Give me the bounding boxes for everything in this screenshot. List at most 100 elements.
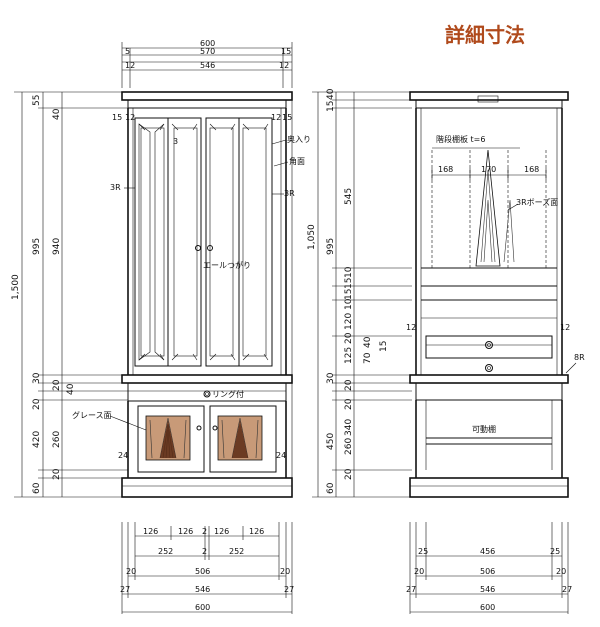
label-posts: 3Rボーズ面 [516, 197, 558, 207]
label-movable-shelf: 可動棚 [472, 424, 496, 434]
front-bot-126d: 126 [249, 527, 264, 536]
front-side-24b: 24 [276, 451, 286, 460]
label-three: 3 [173, 137, 178, 146]
ring-pull [203, 390, 211, 398]
front-bot-600: 600 [195, 603, 210, 612]
int-168a: 168 [438, 165, 453, 174]
interior-cabinet [409, 91, 569, 498]
front-left-dims: 1,500 55 40 995 940 30 20 20 40 420 260 … [11, 91, 128, 498]
int-30: 30 [326, 372, 336, 384]
front-bot-252a: 252 [158, 547, 173, 556]
interior-view: 1,050 40 15 545 995 10 15 15 10 120 20 1… [307, 88, 585, 614]
int-bot-20b: 20 [556, 567, 566, 576]
label-ring-handle: リング付 [212, 389, 244, 399]
interior-bottom-dims: 25 456 25 20 506 20 27 546 27 600 [406, 522, 572, 614]
upper-doors [134, 117, 273, 367]
label-gures-panel: グレース面 [72, 410, 112, 420]
front-upper-15a: 15 [112, 113, 122, 122]
front-left-60: 60 [32, 482, 42, 494]
label-okuiri: 奥入り [287, 134, 311, 144]
front-upper-12b: 12 [271, 113, 281, 122]
front-bot-546: 546 [195, 585, 210, 594]
int-450: 450 [326, 433, 336, 450]
front-left-20a: 20 [52, 379, 62, 391]
front-top-570: 570 [200, 47, 215, 56]
front-bot-27b: 27 [284, 585, 294, 594]
front-bot-126a: 126 [143, 527, 158, 536]
int-168b: 168 [524, 165, 539, 174]
front-side-24a: 24 [118, 451, 128, 460]
label-fold-door: エールつがり [203, 260, 251, 270]
label-kakumen: 角面 [289, 156, 305, 166]
front-bot-20b: 20 [280, 567, 290, 576]
int-bot-600: 600 [480, 603, 495, 612]
int-545: 545 [344, 188, 354, 205]
int-bot-27a: 27 [406, 585, 416, 594]
drawing-title: 詳細寸法 [445, 23, 525, 47]
int-120: 120 [344, 313, 354, 330]
front-bot-20a: 20 [126, 567, 136, 576]
lower-door-left [145, 415, 191, 461]
int-340: 340 [344, 419, 354, 436]
front-upper-15b: 15 [282, 113, 292, 122]
int-10b: 10 [344, 298, 354, 310]
front-upper-12a: 12 [125, 113, 135, 122]
front-left-1500: 1,500 [11, 274, 21, 300]
front-top-15: 15 [281, 47, 291, 56]
int-15b: 15 [344, 278, 354, 289]
int-bot-20a: 20 [414, 567, 424, 576]
front-top-12a: 12 [125, 61, 135, 70]
int-60: 60 [326, 482, 336, 494]
front-bot-2a: 2 [202, 527, 207, 536]
front-view: 600 5 570 15 12 546 12 1,500 55 40 995 [11, 39, 311, 614]
label-3r-right: 3R [284, 189, 295, 198]
front-left-20c: 20 [52, 468, 62, 480]
front-top-546: 546 [200, 61, 215, 70]
front-left-995: 995 [32, 238, 42, 255]
front-left-55: 55 [32, 95, 42, 106]
lower-door-right [217, 415, 263, 461]
int-995: 995 [326, 238, 336, 255]
front-top-12b: 12 [279, 61, 289, 70]
front-bot-2b: 2 [202, 547, 207, 556]
int-1050: 1,050 [307, 224, 317, 250]
int-bot-506: 506 [480, 567, 495, 576]
front-cabinet [121, 91, 293, 498]
int-12b: 12 [560, 323, 570, 332]
int-20c: 20 [344, 398, 354, 410]
label-3r-left: 3R [110, 183, 121, 192]
front-left-40b: 40 [66, 383, 76, 395]
int-12a: 12 [406, 323, 416, 332]
label-shelf: 階段棚板 t=6 [436, 134, 485, 144]
int-20d: 20 [344, 468, 354, 480]
interior-left-dims: 1,050 40 15 545 995 10 15 15 10 120 20 1… [307, 88, 412, 498]
front-left-260: 260 [52, 431, 62, 448]
front-top-dims: 600 5 570 15 12 546 12 [121, 39, 293, 88]
front-top-600: 600 [200, 39, 215, 48]
int-15d: 15 [379, 341, 389, 352]
int-bot-25b: 25 [550, 547, 560, 556]
front-bot-27a: 27 [120, 585, 130, 594]
int-bot-25a: 25 [418, 547, 428, 556]
front-left-20b: 20 [32, 398, 42, 410]
int-bot-546: 546 [480, 585, 495, 594]
int-260: 260 [344, 438, 354, 455]
front-bot-506: 506 [195, 567, 210, 576]
int-10a: 10 [344, 266, 354, 278]
front-bot-126c: 126 [214, 527, 229, 536]
front-left-40: 40 [52, 108, 62, 120]
label-8r: 8R [574, 353, 585, 362]
front-left-420: 420 [32, 431, 42, 448]
int-15a: 15 [326, 101, 336, 112]
int-20a: 20 [344, 332, 354, 344]
int-125: 125 [344, 347, 354, 364]
int-40b: 40 [363, 336, 373, 348]
int-170: 170 [481, 165, 496, 174]
int-20b: 20 [344, 379, 354, 391]
int-bot-456: 456 [480, 547, 495, 556]
front-left-940: 940 [52, 238, 62, 255]
int-15c: 15 [344, 289, 354, 300]
front-bottom-dims: 126 126 2 126 126 252 2 252 20 506 20 27… [120, 522, 294, 614]
front-top-5: 5 [125, 47, 130, 56]
int-40a: 40 [326, 88, 336, 100]
